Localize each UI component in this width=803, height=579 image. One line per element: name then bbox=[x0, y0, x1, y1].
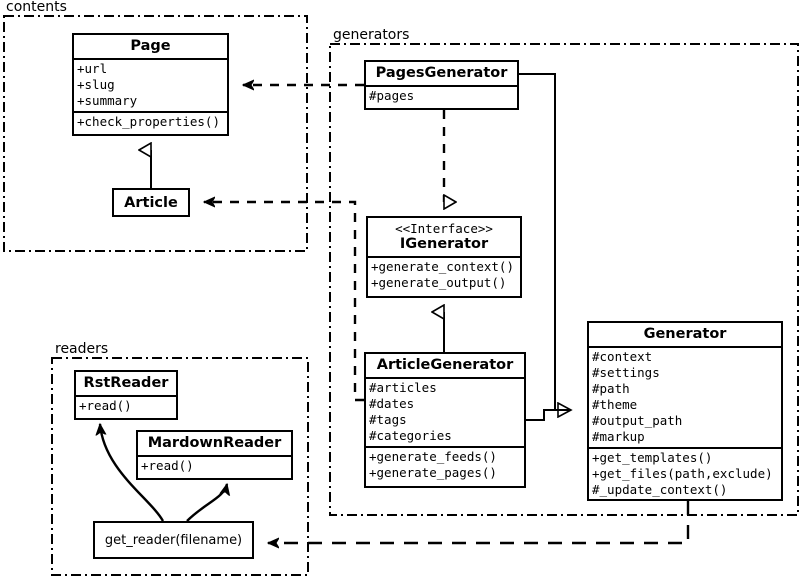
attribute: #markup bbox=[592, 429, 645, 444]
class-mardown-reader[interactable]: MardownReader +read() bbox=[136, 430, 293, 480]
method: +generate_pages() bbox=[369, 465, 497, 480]
class-article-title: Article bbox=[124, 194, 178, 211]
method: #_update_context() bbox=[592, 482, 728, 497]
class-igenerator-stereotype: <<Interface>> bbox=[395, 221, 493, 236]
class-mardown-reader-title: MardownReader bbox=[147, 435, 282, 451]
get-reader-to-mardownreader-association bbox=[186, 484, 227, 522]
class-rst-reader[interactable]: RstReader +read() bbox=[74, 370, 178, 420]
attribute: +slug bbox=[77, 77, 115, 92]
attribute: #pages bbox=[369, 88, 415, 103]
attribute: #dates bbox=[369, 396, 415, 411]
attribute: +url bbox=[77, 61, 108, 76]
attribute: #path bbox=[592, 381, 630, 396]
class-igenerator-title: IGenerator bbox=[399, 236, 489, 252]
class-page-attributes: +url +slug +summary bbox=[74, 58, 227, 111]
class-igenerator-methods: +generate_context() +generate_output() bbox=[368, 256, 520, 293]
class-page-title: Page bbox=[130, 38, 171, 54]
method: +generate_context() bbox=[371, 259, 514, 274]
class-rst-reader-methods: +read() bbox=[76, 395, 176, 416]
class-article[interactable]: Article bbox=[112, 188, 190, 217]
attribute: #context bbox=[592, 349, 653, 364]
method: +generate_feeds() bbox=[369, 449, 497, 464]
class-igenerator[interactable]: <<Interface>> IGenerator +generate_conte… bbox=[366, 216, 522, 298]
method: +get_templates() bbox=[592, 450, 713, 465]
attribute: #tags bbox=[369, 412, 407, 427]
class-article-generator-attributes: #articles #dates #tags #categories bbox=[366, 377, 524, 446]
package-label-readers: readers bbox=[53, 341, 111, 357]
class-page[interactable]: Page +url +slug +summary +check_properti… bbox=[72, 33, 229, 136]
function-get-reader[interactable]: get_reader(filename) bbox=[93, 521, 254, 559]
class-article-generator[interactable]: ArticleGenerator #articles #dates #tags … bbox=[364, 352, 526, 488]
attribute: +summary bbox=[77, 93, 138, 108]
class-generator-methods: +get_templates() +get_files(path,exclude… bbox=[589, 447, 781, 500]
method: +generate_output() bbox=[371, 275, 507, 290]
class-page-methods: +check_properties() bbox=[74, 111, 227, 132]
articlegenerator-to-generator-generalization bbox=[526, 409, 571, 421]
generator-to-get-reader-dependency bbox=[268, 501, 690, 543]
class-rst-reader-title: RstReader bbox=[83, 375, 169, 391]
package-label-generators: generators bbox=[331, 27, 412, 43]
class-article-generator-title: ArticleGenerator bbox=[376, 357, 514, 373]
class-pages-generator-title: PagesGenerator bbox=[375, 65, 508, 81]
method: +get_files(path,exclude) bbox=[592, 466, 773, 481]
articlegenerator-to-article-dependency bbox=[204, 202, 364, 402]
attribute: #output_path bbox=[592, 413, 683, 428]
class-generator[interactable]: Generator #context #settings #path #them… bbox=[587, 321, 783, 501]
attribute: #articles bbox=[369, 380, 437, 395]
attribute: #settings bbox=[592, 365, 660, 380]
method: +read() bbox=[141, 458, 194, 473]
attribute: #categories bbox=[369, 428, 452, 443]
method: +read() bbox=[79, 398, 132, 413]
class-article-generator-methods: +generate_feeds() +generate_pages() bbox=[366, 446, 524, 483]
class-generator-title: Generator bbox=[643, 326, 727, 342]
method: +check_properties() bbox=[77, 114, 220, 129]
class-mardown-reader-methods: +read() bbox=[138, 455, 291, 476]
function-get-reader-label: get_reader(filename) bbox=[104, 532, 243, 548]
attribute: #theme bbox=[592, 397, 638, 412]
class-pages-generator[interactable]: PagesGenerator #pages bbox=[364, 60, 519, 110]
class-generator-attributes: #context #settings #path #theme #output_… bbox=[589, 346, 781, 447]
class-pages-generator-attributes: #pages bbox=[366, 85, 517, 106]
pagesgenerator-to-generator-generalization bbox=[519, 73, 571, 410]
package-label-contents: contents bbox=[4, 0, 69, 15]
